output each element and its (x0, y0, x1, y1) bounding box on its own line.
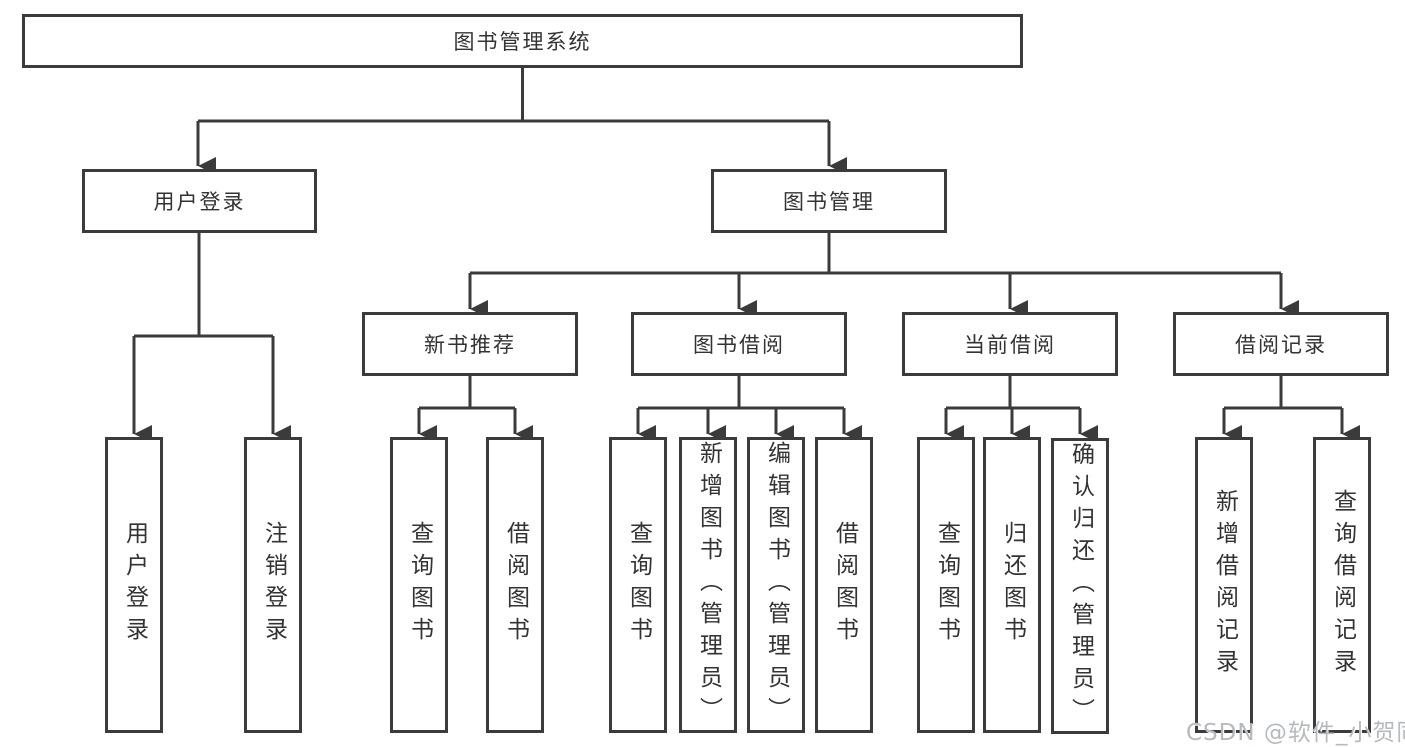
leaf-bb-edit-book-admin: 编辑图书（管理员） (747, 437, 805, 733)
node-current-borrow-label: 当前借阅 (964, 333, 1056, 357)
leaf-br-query-record: 查询借阅记录 (1313, 437, 1371, 733)
connector-book-management-branch (470, 233, 1281, 275)
csdn-watermark: CSDN @软件_小贺同学 (1186, 720, 1405, 746)
leaf-bb-add-book-admin: 新增图书（管理员） (679, 437, 737, 733)
node-root: 图书管理系统 (22, 14, 1023, 68)
leaf-bb-borrow-books-label: 借阅图书 (831, 521, 858, 649)
connector-new-book-branch (419, 376, 515, 410)
connector-book-borrow-branch (638, 376, 844, 410)
connector-borrow-records-branch (1224, 376, 1342, 410)
node-borrow-records: 借阅记录 (1173, 312, 1389, 376)
node-new-book-recommend: 新书推荐 (362, 312, 578, 376)
leaf-user-login: 用户登录 (105, 437, 163, 733)
node-book-borrow-label: 图书借阅 (693, 333, 785, 357)
leaf-nb-borrow-books: 借阅图书 (486, 437, 544, 733)
node-book-management: 图书管理 (711, 169, 947, 233)
node-new-book-recommend-label: 新书推荐 (424, 333, 516, 357)
leaf-bb-edit-book-admin-label: 编辑图书（管理员） (763, 441, 790, 729)
leaf-logout-label: 注销登录 (260, 521, 287, 649)
leaf-cb-return-books-label: 归还图书 (999, 521, 1026, 649)
node-user-login-label: 用户登录 (153, 190, 246, 214)
leaf-br-add-record: 新增借阅记录 (1195, 437, 1253, 733)
leaf-br-query-record-label: 查询借阅记录 (1329, 489, 1356, 681)
leaf-cb-confirm-return-admin: 确认归还（管理员） (1051, 438, 1109, 734)
leaf-cb-query-books-label: 查询图书 (933, 521, 960, 649)
leaf-logout: 注销登录 (244, 437, 302, 733)
node-book-management-label: 图书管理 (783, 190, 875, 214)
leaf-bb-query-books-label: 查询图书 (625, 521, 652, 649)
leaf-br-add-record-label: 新增借阅记录 (1211, 489, 1238, 681)
leaf-nb-query-books: 查询图书 (390, 437, 448, 733)
connector-user-login-branch (134, 233, 273, 338)
node-current-borrow: 当前借阅 (902, 312, 1118, 376)
node-book-borrow: 图书借阅 (631, 312, 847, 376)
leaf-bb-borrow-books: 借阅图书 (815, 437, 873, 733)
leaf-user-login-label: 用户登录 (121, 521, 148, 649)
node-user-login: 用户登录 (82, 169, 317, 233)
node-borrow-records-label: 借阅记录 (1235, 333, 1327, 357)
connector-current-borrow-branch (946, 376, 1080, 410)
leaf-bb-query-books: 查询图书 (609, 437, 667, 733)
leaf-nb-borrow-books-label: 借阅图书 (502, 521, 529, 649)
node-root-label: 图书管理系统 (453, 30, 592, 54)
leaf-nb-query-books-label: 查询图书 (406, 521, 433, 649)
connector-root-stem (198, 68, 829, 123)
leaf-cb-query-books: 查询图书 (917, 437, 975, 733)
leaf-cb-return-books: 归还图书 (983, 437, 1041, 733)
leaf-cb-confirm-return-admin-label: 确认归还（管理员） (1067, 442, 1094, 730)
leaf-bb-add-book-admin-label: 新增图书（管理员） (695, 441, 722, 729)
